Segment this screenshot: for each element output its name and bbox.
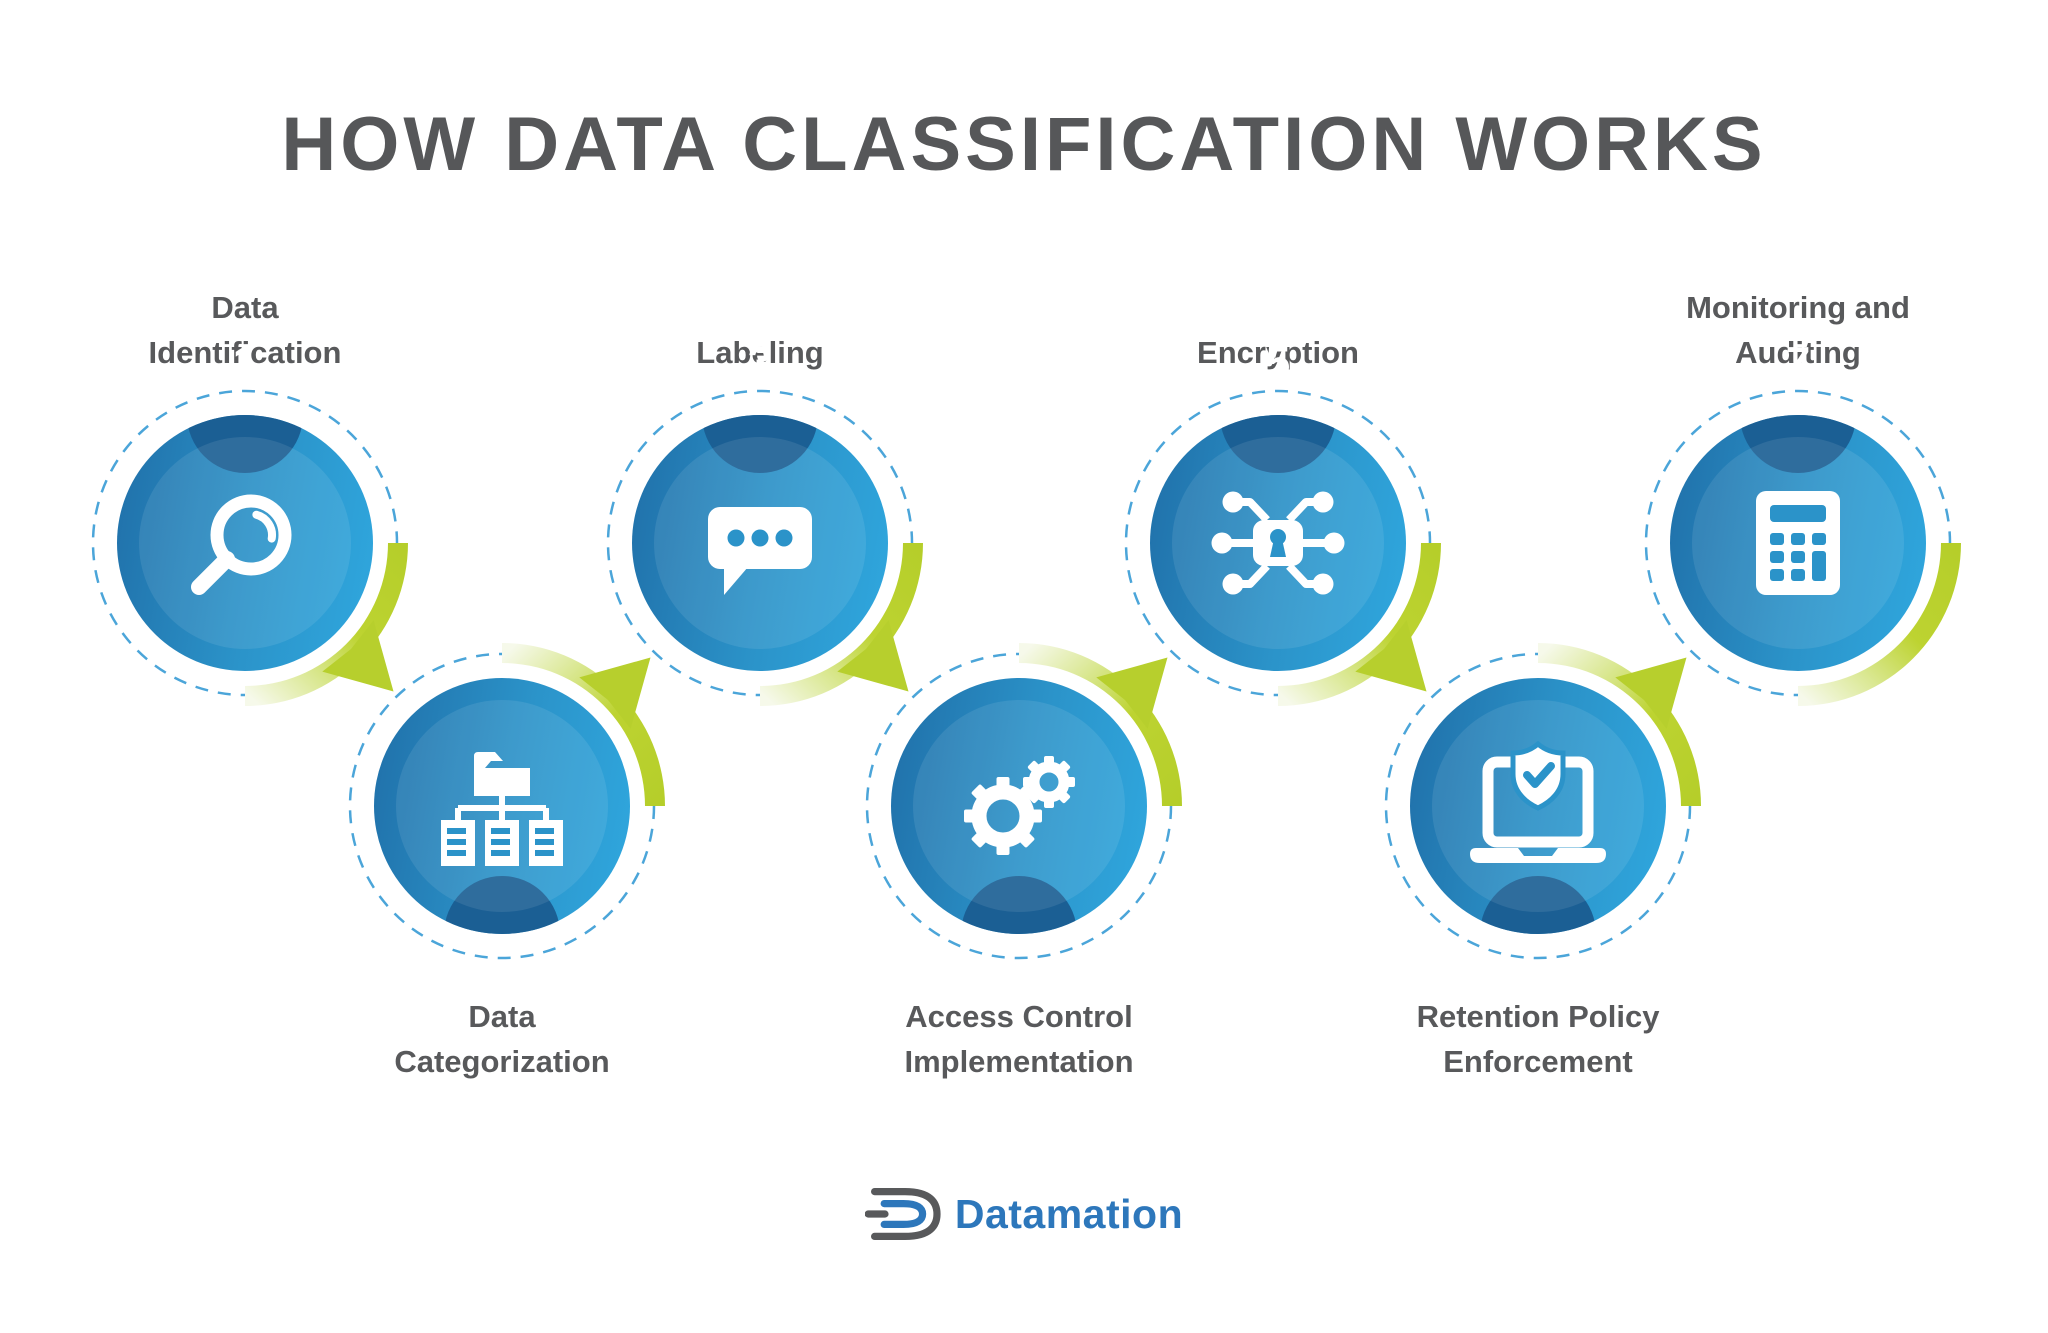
step-number-badge <box>961 876 1077 934</box>
step-circle <box>1150 415 1406 671</box>
step-node-4: 4 <box>809 596 1229 1016</box>
laptop-shield-icon <box>1470 740 1606 863</box>
step-ring-and-arrow <box>91 389 408 706</box>
step-number-badge <box>444 876 560 934</box>
arrow-head-icon <box>579 657 651 729</box>
arrow-head-icon <box>1096 657 1168 729</box>
step-number: 7 <box>1785 338 1811 387</box>
step-number-badge <box>1740 415 1856 473</box>
arrow-arc <box>245 543 408 706</box>
step-number: 3 <box>747 338 773 387</box>
step-ring-and-arrow <box>1644 389 1961 706</box>
datamation-d-icon <box>864 1188 941 1240</box>
step-label: Data Identification <box>148 290 342 370</box>
step-node-5: 5 <box>1068 333 1488 753</box>
arrow-head-icon <box>1615 657 1687 729</box>
step-ring-and-arrow <box>348 643 665 960</box>
step-label: Data Categorization <box>394 999 610 1079</box>
step-number: 6 <box>1525 959 1551 1008</box>
step-number-badge <box>702 415 818 473</box>
step-ring-and-arrow <box>1124 389 1441 706</box>
arrow-head-icon <box>1355 620 1427 692</box>
step-ring-and-arrow <box>865 643 1182 960</box>
step-node-3: 3 <box>550 333 970 753</box>
step-number-badge <box>187 415 303 473</box>
step-label: Retention Policy Enforcement <box>1416 999 1660 1079</box>
step-label: Access Control Implementation <box>904 999 1134 1079</box>
calculator-icon <box>1756 491 1840 595</box>
step-number: 5 <box>1265 338 1291 387</box>
step-number: 4 <box>1006 959 1032 1008</box>
arrow-tail-arc <box>1798 543 1961 706</box>
arrow-arc <box>1019 643 1182 806</box>
step-node-7: 7 <box>1588 333 2008 753</box>
search-icon <box>191 494 292 595</box>
step-circle <box>1410 678 1666 934</box>
step-node-2: 2 <box>292 596 712 1016</box>
page-title: HOW DATA CLASSIFICATION WORKS <box>281 102 1767 187</box>
speech-bubble-icon <box>708 507 812 595</box>
step-circle <box>891 678 1147 934</box>
step-circle <box>374 678 630 934</box>
step-label: Monitoring and Auditing <box>1686 290 1910 370</box>
step-number: 2 <box>489 959 515 1008</box>
step-node-6: 6 <box>1328 596 1748 1016</box>
step-circle <box>117 415 373 671</box>
arrow-arc <box>1538 643 1701 806</box>
encryption-lock-icon <box>1211 491 1345 595</box>
step-ring-and-arrow <box>606 389 923 706</box>
step-node-1: 1 <box>35 333 455 753</box>
brand-footer: Datamation <box>0 1182 2048 1246</box>
folder-tree-icon <box>441 752 563 866</box>
gears-icon <box>964 756 1075 855</box>
step-ring-and-arrow <box>1384 643 1701 960</box>
step-label: Labeling <box>696 335 824 370</box>
step-number-badge <box>1480 876 1596 934</box>
step-label: Encryption <box>1197 335 1359 370</box>
step-number-badge <box>1220 415 1336 473</box>
arrow-arc <box>502 643 665 806</box>
brand-name: Datamation <box>954 1190 1184 1237</box>
arrow-arc <box>1278 543 1441 706</box>
step-circle <box>1670 415 1926 671</box>
arrow-head-icon <box>837 620 909 692</box>
step-circle <box>632 415 888 671</box>
arrow-head-icon <box>322 620 394 692</box>
step-number: 1 <box>232 338 258 387</box>
arrow-arc <box>760 543 923 706</box>
